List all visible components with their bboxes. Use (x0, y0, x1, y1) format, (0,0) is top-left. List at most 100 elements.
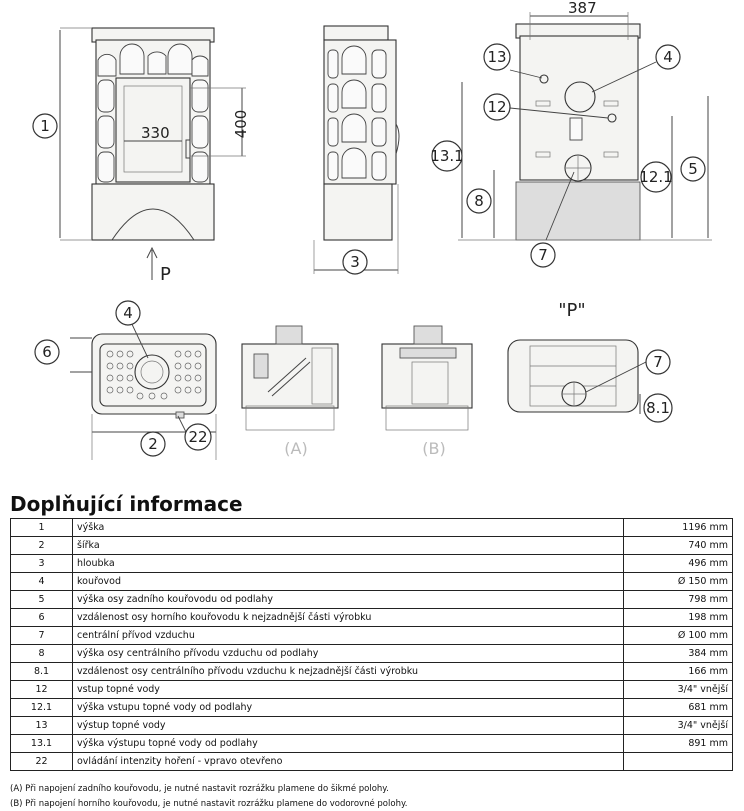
row-number: 8.1 (10, 662, 73, 681)
row-number: 7 (10, 626, 73, 645)
svg-text:12: 12 (487, 98, 506, 116)
top-view (70, 333, 217, 460)
row-value: Ø 100 mm (623, 626, 733, 645)
section-b-label: (B) (422, 439, 445, 458)
row-number: 13 (10, 716, 73, 735)
side-view (313, 25, 400, 274)
row-value: 798 mm (623, 590, 733, 609)
row-description: hloubka (72, 554, 624, 573)
row-value: 496 mm (623, 554, 733, 573)
callout-12: 12 (483, 93, 511, 121)
view-p: "P" (507, 300, 641, 414)
row-description: výstup topné vody (72, 716, 624, 735)
row-value: 384 mm (623, 644, 733, 663)
row-value: 166 mm (623, 662, 733, 681)
row-description: výška osy zadního kouřovodu od podlahy (72, 590, 624, 609)
row-value: 681 mm (623, 698, 733, 717)
svg-text:7: 7 (653, 353, 663, 371)
svg-text:12.1: 12.1 (639, 168, 672, 186)
row-description: šířka (72, 536, 624, 555)
row-description: vzdálenost osy centrálního přívodu vzduc… (72, 662, 624, 681)
svg-text:2: 2 (148, 435, 158, 453)
info-title: Doplňující informace (10, 492, 243, 516)
row-value: 891 mm (623, 734, 733, 753)
svg-text:13: 13 (487, 48, 506, 66)
note-b: (B) Při napojení horního kouřovodu, je n… (10, 799, 408, 809)
row-description: centrální přívod vzduchu (72, 626, 624, 645)
svg-text:6: 6 (42, 343, 52, 361)
row-number: 6 (10, 608, 73, 627)
callout-8: 8 (466, 188, 492, 214)
row-number: 2 (10, 536, 73, 555)
svg-text:3: 3 (350, 253, 360, 271)
callout-3: 3 (342, 249, 368, 275)
front-view: 330 400 P (59, 27, 250, 285)
callout-7-view-p: 7 (645, 349, 671, 375)
row-description: výška vstupu topné vody od podlahy (72, 698, 624, 717)
svg-text:4: 4 (663, 48, 673, 66)
callout-12-1: 12.1 (639, 161, 673, 193)
row-value: 740 mm (623, 536, 733, 555)
svg-text:8: 8 (474, 192, 484, 210)
svg-text:8.1: 8.1 (646, 399, 670, 417)
row-number: 22 (10, 752, 73, 771)
section-a: (A) (241, 325, 339, 458)
row-number: 8 (10, 644, 73, 663)
svg-text:13.1: 13.1 (430, 147, 463, 165)
svg-text:1: 1 (40, 117, 50, 135)
row-number: 12.1 (10, 698, 73, 717)
callout-1: 1 (32, 113, 58, 139)
row-value (623, 752, 733, 771)
callout-13: 13 (483, 43, 511, 71)
section-b: (B) (381, 325, 473, 458)
callout-2: 2 (140, 431, 166, 457)
row-description: ovládání intenzity hoření - vpravo otevř… (72, 752, 624, 771)
row-number: 4 (10, 572, 73, 591)
callout-6: 6 (34, 339, 60, 365)
view-p-title: "P" (558, 300, 585, 321)
row-number: 3 (10, 554, 73, 573)
callout-8-1: 8.1 (643, 393, 673, 423)
svg-text:5: 5 (688, 160, 698, 178)
row-number: 5 (10, 590, 73, 609)
svg-text:22: 22 (188, 428, 207, 446)
row-description: výška (72, 518, 624, 537)
row-description: kouřovod (72, 572, 624, 591)
callout-22: 22 (184, 423, 212, 451)
callout-4-top: 4 (115, 300, 141, 326)
row-value: 3/4" vnější (623, 680, 733, 699)
note-a: (A) Při napojení zadního kouřovodu, je n… (10, 784, 389, 794)
front-base (91, 183, 215, 241)
row-description: vstup topné vody (72, 680, 624, 699)
dim-400: 400 (232, 110, 250, 139)
callout-5: 5 (680, 156, 706, 182)
row-number: 1 (10, 518, 73, 537)
dim-330: 330 (141, 124, 170, 142)
row-description: vzdálenost osy horního kouřovodu k nejza… (72, 608, 624, 627)
row-number: 12 (10, 680, 73, 699)
technical-drawing: 330 400 P (32, 0, 712, 460)
row-number: 13.1 (10, 734, 73, 753)
technical-drawing-svg: 330 400 P (32, 0, 712, 460)
callout-13-1: 13.1 (430, 140, 464, 172)
view-arrow-label: P (160, 264, 171, 285)
row-value: 3/4" vnější (623, 716, 733, 735)
row-value: 198 mm (623, 608, 733, 627)
dim-387: 387 (568, 0, 597, 17)
row-description: výška osy centrálního přívodu vzduchu od… (72, 644, 624, 663)
svg-text:7: 7 (538, 246, 548, 264)
svg-text:4: 4 (123, 304, 133, 322)
